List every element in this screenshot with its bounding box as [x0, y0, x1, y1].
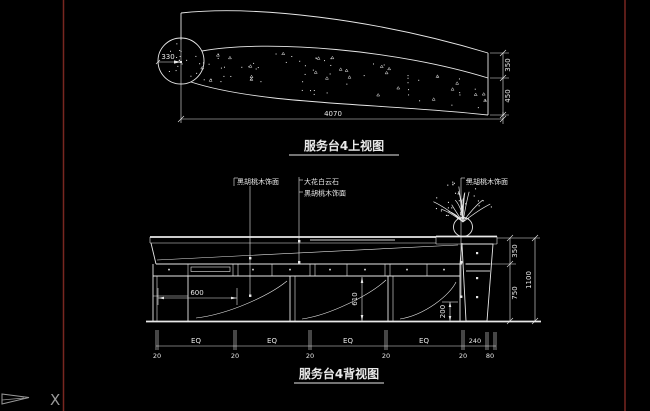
dim-240-label: 240 — [469, 337, 481, 345]
ucs-arrow-icon — [1, 393, 30, 405]
dim-450-label: 450 — [504, 89, 512, 102]
dim-610-label: 610 — [351, 292, 359, 305]
dim-350-top-label: 350 — [504, 58, 512, 71]
dim-350-450-topview: 350 450 — [490, 49, 512, 119]
dim-200: 200 — [439, 301, 458, 321]
dim-330-label: 330 — [161, 53, 174, 61]
drawer-knobs — [168, 268, 445, 271]
fascia-panel — [150, 242, 463, 265]
dim-20-label-4: 20 — [382, 352, 390, 360]
dim-20-label-1: 20 — [153, 352, 161, 360]
label-walnut-mid: 黑胡桃木饰面 — [304, 189, 346, 198]
top-view: 330 4070 350 450 服务台4上视图 — [155, 10, 512, 156]
dim-330: 330 — [155, 40, 182, 123]
bottom-dimension-ticks — [155, 330, 497, 350]
dim-610: 610 — [351, 277, 364, 321]
material-labels: 黑胡桃木饰面 大花白云石 黑胡桃木饰面 黑胡桃木饰面 — [233, 177, 508, 298]
dim-200-label: 200 — [439, 305, 447, 318]
eq-label-3: EQ — [343, 337, 353, 345]
back-view-title: 服务台4背视图 — [299, 366, 379, 381]
dim-20-label-2: 20 — [231, 352, 239, 360]
base-cabinets — [152, 276, 461, 321]
dim-600-label: 600 — [190, 289, 203, 297]
label-marble: 大花白云石 — [304, 177, 339, 186]
dim-350-label: 350 — [511, 244, 519, 257]
eq-label-4: EQ — [419, 337, 429, 345]
eq-label-1: EQ — [191, 337, 201, 345]
dim-1100-label: 1100 — [525, 271, 533, 289]
dim-80-label: 80 — [486, 352, 494, 360]
label-walnut-left: 黑胡桃木饰面 — [237, 177, 279, 186]
dim-20-label-3: 20 — [306, 352, 314, 360]
dim-750-label: 750 — [511, 286, 519, 299]
speckle-texture — [168, 43, 488, 109]
countertop — [149, 236, 436, 244]
dim-heights-right: 350 750 1100 — [465, 234, 540, 325]
top-view-title: 服务台4上视图 — [304, 138, 384, 153]
drawer-band — [152, 264, 461, 277]
label-walnut-right: 黑胡桃木饰面 — [466, 177, 508, 186]
dim-4070-label: 4070 — [324, 110, 342, 118]
dim-600: 600 — [157, 288, 238, 305]
dim-20-label-5: 20 — [459, 352, 467, 360]
plant-in-vase — [433, 179, 492, 237]
eq-label-2: EQ — [267, 337, 277, 345]
dim-bottom-eq: EQ EQ EQ EQ 240 20 20 20 20 20 80 — [153, 330, 497, 360]
ucs-x-label: X — [50, 391, 60, 409]
back-view: 黑胡桃木饰面 大花白云石 黑胡桃木饰面 黑胡桃木饰面 600 — [146, 177, 541, 384]
